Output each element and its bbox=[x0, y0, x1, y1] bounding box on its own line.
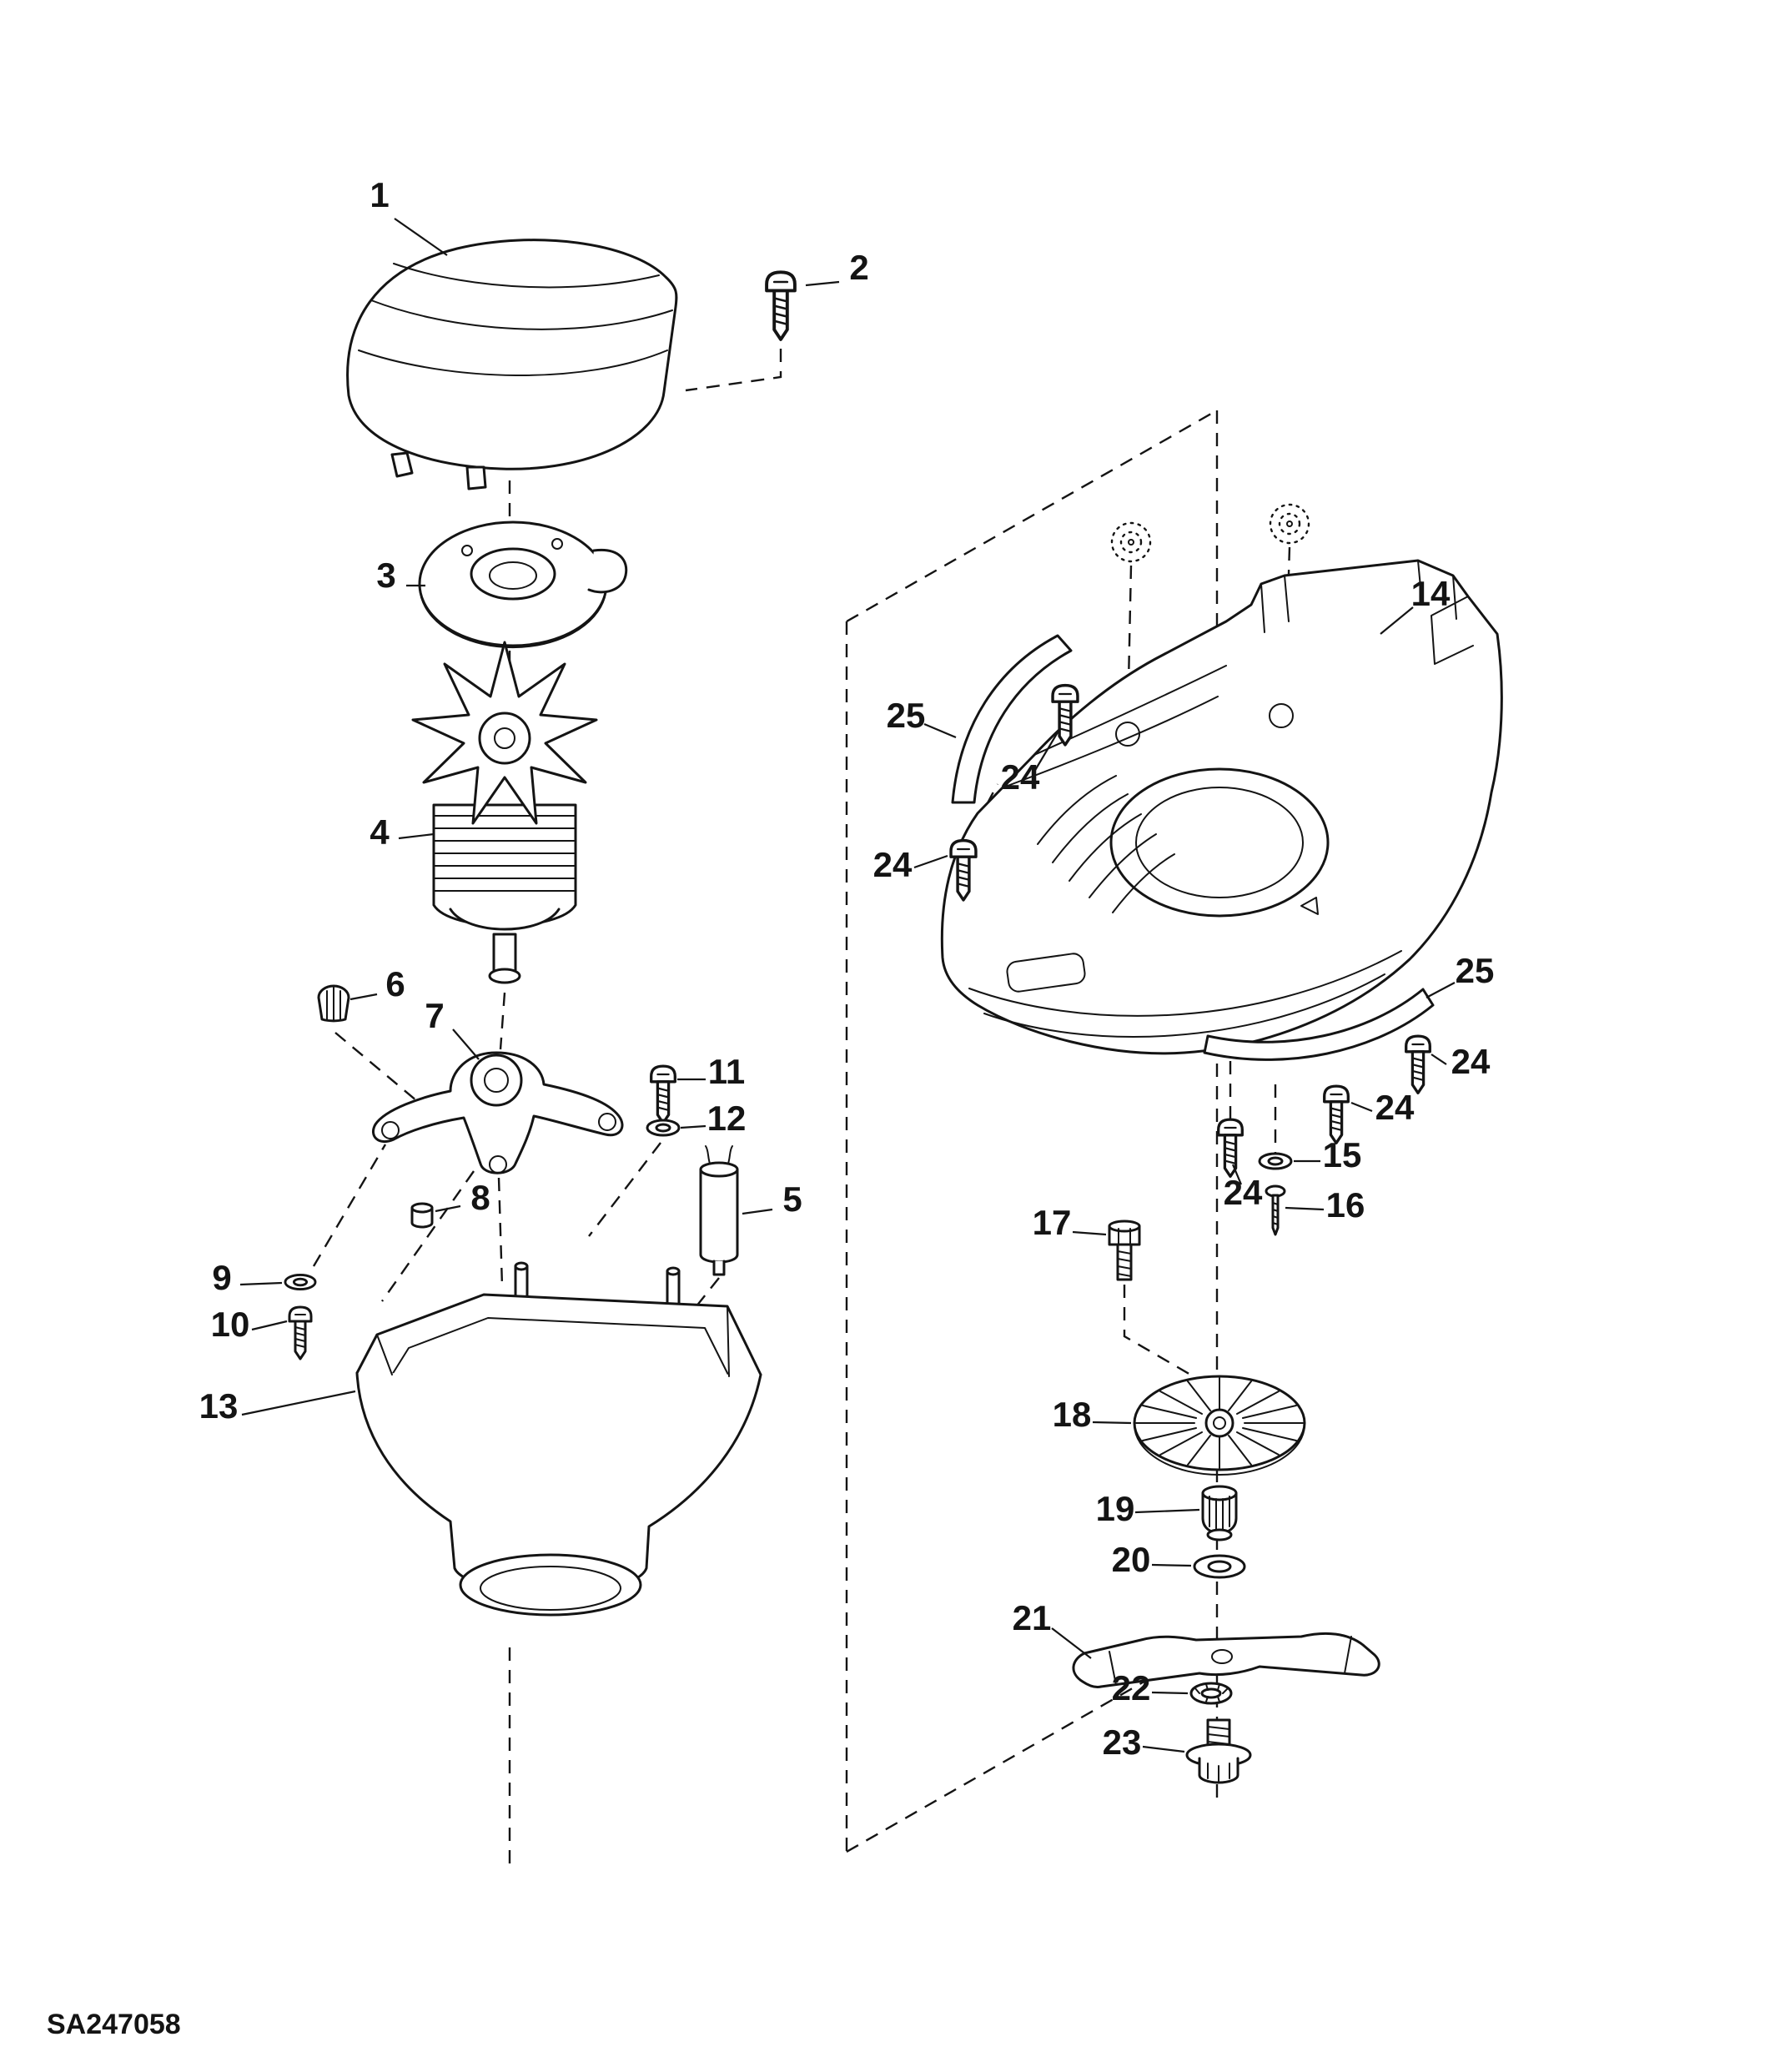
callout-labels: 1 2 3 4 5 6 7 8 9 10 11 12 13 14 15 16 1… bbox=[199, 175, 1495, 1762]
part-blade bbox=[1072, 1632, 1380, 1688]
callout-24d: 24 bbox=[1375, 1088, 1415, 1127]
part-bracket-washer bbox=[646, 1119, 681, 1137]
callout-15: 15 bbox=[1323, 1135, 1362, 1174]
part-trim-strip-upper bbox=[951, 634, 1073, 804]
fastener-burst-right bbox=[1269, 503, 1310, 545]
callout-14: 14 bbox=[1411, 574, 1451, 613]
callout-8: 8 bbox=[470, 1178, 490, 1217]
part-lock-washer bbox=[1189, 1682, 1233, 1705]
part-capacitor bbox=[699, 1145, 739, 1276]
part-cover-screw bbox=[765, 270, 797, 341]
part-blade-hub bbox=[1201, 1485, 1238, 1541]
part-washer-20 bbox=[1193, 1554, 1246, 1579]
callout-6: 6 bbox=[385, 964, 405, 1003]
fastener-burst-left bbox=[1110, 521, 1152, 563]
callout-18: 18 bbox=[1053, 1395, 1092, 1434]
callout-17: 17 bbox=[1033, 1203, 1072, 1242]
part-blade-bolt bbox=[1185, 1718, 1252, 1784]
callout-1: 1 bbox=[370, 175, 389, 214]
part-motor-cover bbox=[346, 239, 678, 490]
callout-11: 11 bbox=[708, 1052, 745, 1091]
callout-21: 21 bbox=[1013, 1598, 1052, 1637]
callout-24c: 24 bbox=[1451, 1042, 1491, 1081]
callout-24a: 24 bbox=[1001, 757, 1040, 797]
part-cap-bushing bbox=[317, 984, 350, 1023]
callout-23: 23 bbox=[1103, 1722, 1142, 1762]
callout-25a: 25 bbox=[887, 696, 926, 735]
part-lower-housing bbox=[355, 1261, 762, 1617]
callout-19: 19 bbox=[1096, 1489, 1135, 1528]
part-screw-16 bbox=[1265, 1184, 1286, 1236]
callout-25b: 25 bbox=[1456, 951, 1495, 990]
callout-24b: 24 bbox=[873, 845, 913, 884]
part-impeller-fan bbox=[1133, 1375, 1306, 1476]
callout-22: 22 bbox=[1112, 1668, 1151, 1707]
callout-13: 13 bbox=[199, 1386, 239, 1426]
callout-9: 9 bbox=[212, 1258, 231, 1297]
part-washer-9 bbox=[284, 1274, 317, 1290]
part-deck-housing bbox=[940, 559, 1503, 1055]
part-trim-strip-lower bbox=[1203, 988, 1435, 1061]
drawing-code: SA247058 bbox=[47, 2009, 181, 2040]
callout-7: 7 bbox=[425, 996, 444, 1035]
callout-12: 12 bbox=[707, 1099, 747, 1138]
callout-16: 16 bbox=[1326, 1185, 1365, 1225]
part-screw-24c bbox=[1405, 1034, 1431, 1094]
callout-3: 3 bbox=[376, 556, 395, 595]
callout-leader-lines bbox=[239, 218, 1456, 1753]
part-washer-15 bbox=[1258, 1152, 1293, 1170]
callout-24e: 24 bbox=[1224, 1173, 1263, 1212]
part-bolt-17 bbox=[1108, 1220, 1141, 1281]
part-fan-housing bbox=[418, 521, 628, 649]
callout-2: 2 bbox=[849, 248, 868, 287]
part-screw-10 bbox=[288, 1305, 313, 1360]
part-spacer bbox=[410, 1202, 434, 1229]
part-bracket-screw bbox=[650, 1064, 676, 1124]
callout-10: 10 bbox=[211, 1305, 250, 1344]
part-motor-armature bbox=[411, 641, 598, 984]
part-motor-mount-bracket bbox=[372, 1051, 624, 1174]
part-screw-24e bbox=[1217, 1118, 1244, 1178]
callout-5: 5 bbox=[782, 1179, 802, 1219]
callout-20: 20 bbox=[1112, 1540, 1151, 1579]
callout-4: 4 bbox=[370, 812, 390, 852]
